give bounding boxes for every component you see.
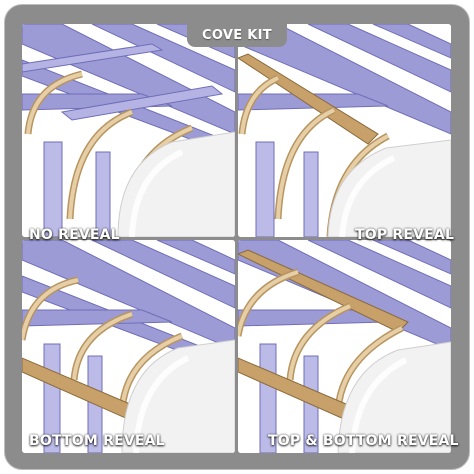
cove-panel: [117, 131, 235, 237]
title-badge: COVE KIT: [187, 23, 287, 47]
label-top-and-bottom-reveal: TOP & BOTTOM REVEAL: [268, 433, 459, 449]
diagram-title: COVE KIT: [202, 27, 272, 43]
label-bottom-reveal: BOTTOM REVEAL: [29, 433, 165, 449]
panel-bottom-reveal: [22, 240, 235, 453]
label-top-reveal: TOP REVEAL: [355, 227, 455, 243]
panel-no-reveal: [22, 24, 235, 237]
label-no-reveal: NO REVEAL: [29, 227, 120, 243]
panel-top-and-bottom-reveal: [238, 240, 451, 453]
panel-top-reveal: [238, 24, 451, 237]
